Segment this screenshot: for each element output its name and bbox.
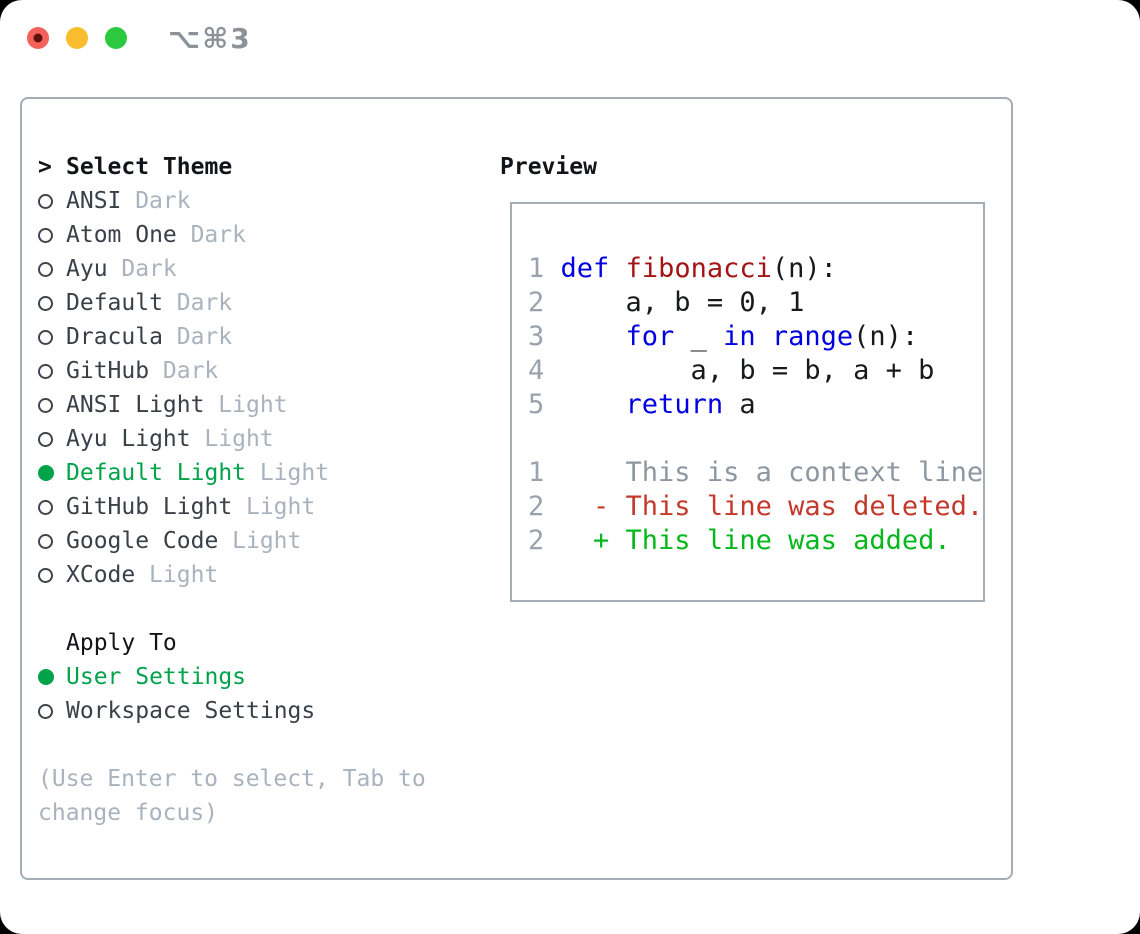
radio-icon (38, 397, 53, 413)
theme-option-ayu-light[interactable]: Ayu Light Light (38, 422, 470, 456)
theme-option-default-light[interactable]: Default Light Light (38, 456, 470, 490)
theme-variant-tag: Dark (162, 358, 219, 384)
theme-variant-tag: Light (218, 392, 288, 418)
theme-variant-tag: Dark (176, 324, 233, 350)
radio-icon (38, 431, 53, 447)
option-label: Default (66, 290, 163, 316)
line-number: 1 (528, 457, 545, 488)
apply-to-header: Apply To (38, 626, 470, 660)
option-label: GitHub Light (66, 494, 233, 520)
theme-option-default[interactable]: Default Dark (38, 286, 470, 320)
theme-option-github[interactable]: GitHub Dark (38, 354, 470, 388)
option-label: Atom One (66, 222, 177, 248)
code-line: 4 a, b = b, a + b (528, 355, 935, 386)
option-label: ANSI (66, 188, 122, 214)
theme-variant-tag: Dark (176, 290, 233, 316)
close-button[interactable] (27, 27, 49, 49)
modified-dot-icon (33, 33, 43, 43)
theme-variant-tag: Light (149, 562, 219, 588)
theme-variant-tag: Dark (135, 188, 191, 214)
theme-option-ansi-light[interactable]: ANSI Light Light (38, 388, 470, 422)
theme-variant-tag: Light (259, 460, 330, 486)
option-label: XCode (66, 562, 136, 588)
option-label: User Settings (66, 664, 247, 690)
radio-icon (38, 703, 53, 719)
radio-icon (38, 193, 53, 209)
theme-option-xcode[interactable]: XCode Light (38, 558, 470, 592)
theme-variant-tag: Dark (190, 222, 246, 248)
code-line: 3 for _ in range(n): (528, 321, 919, 352)
radio-selected-icon (38, 465, 54, 481)
diff-line-context: 1 This is a context line. (528, 457, 985, 488)
radio-icon (38, 295, 53, 311)
theme-option-github-light[interactable]: GitHub Light Light (38, 490, 470, 524)
window-titlebar: ⌥⌘3 (0, 0, 1140, 76)
line-number: 2 (528, 287, 561, 318)
radio-icon (38, 567, 53, 583)
apply-to-title: Apply To (66, 630, 177, 656)
window-shortcut-label: ⌥⌘3 (168, 22, 252, 55)
line-number: 5 (528, 389, 561, 420)
apply-option-workspace-settings[interactable]: Workspace Settings (38, 694, 470, 728)
theme-variant-tag: Light (245, 494, 316, 520)
select-theme-header: > Select Theme (38, 150, 470, 184)
line-number: 3 (528, 321, 561, 352)
option-label: Ayu (66, 256, 108, 282)
radio-icon (38, 227, 53, 243)
apply-option-user-settings[interactable]: User Settings (38, 660, 470, 694)
hint-text: (Use Enter to select, Tab to change focu… (38, 766, 426, 826)
code-line: 1 def fibonacci(n): (528, 253, 837, 284)
theme-option-dracula[interactable]: Dracula Dark (38, 320, 470, 354)
theme-option-ayu[interactable]: Ayu Dark (38, 252, 470, 286)
minimize-button[interactable] (66, 27, 88, 49)
radio-icon (38, 363, 53, 379)
diff-preview: 1 This is a context line.2 - This line w… (528, 456, 985, 558)
code-line: 2 a, b = 0, 1 (528, 287, 805, 318)
option-label: GitHub (66, 358, 150, 384)
option-label: ANSI Light (66, 392, 205, 418)
prompt-caret-icon: > (38, 154, 52, 180)
theme-option-google-code[interactable]: Google Code Light (38, 524, 470, 558)
theme-list-title: Select Theme (66, 154, 233, 180)
radio-icon (38, 261, 53, 277)
radio-icon (38, 329, 53, 345)
option-label: Ayu Light (66, 426, 191, 452)
traffic-lights (27, 27, 127, 49)
line-number: 1 (528, 253, 561, 284)
line-number: 2 (528, 525, 545, 556)
preview-column: Preview 1 def fibonacci(n):2 a, b = 0, 1… (500, 150, 997, 602)
code-line: 5 return a (528, 389, 756, 420)
line-number: 4 (528, 355, 561, 386)
maximize-button[interactable] (105, 27, 127, 49)
radio-icon (38, 499, 53, 515)
preview-title: Preview (500, 154, 597, 180)
theme-option-ansi[interactable]: ANSI Dark (38, 184, 470, 218)
theme-variant-tag: Light (204, 426, 274, 452)
theme-variant-tag: Light (232, 528, 302, 554)
option-label: Dracula (66, 324, 163, 350)
option-label: Google Code (66, 528, 219, 554)
radio-icon (38, 533, 53, 549)
theme-variant-tag: Dark (121, 256, 177, 282)
line-number: 2 (528, 491, 545, 522)
theme-option-atom-one[interactable]: Atom One Dark (38, 218, 470, 252)
diff-line-added: 2 + This line was added. (528, 525, 951, 556)
option-label: Workspace Settings (66, 698, 316, 724)
radio-selected-icon (38, 669, 54, 685)
diff-line-deleted: 2 - This line was deleted. (528, 491, 984, 522)
option-label: Default Light (66, 460, 247, 486)
